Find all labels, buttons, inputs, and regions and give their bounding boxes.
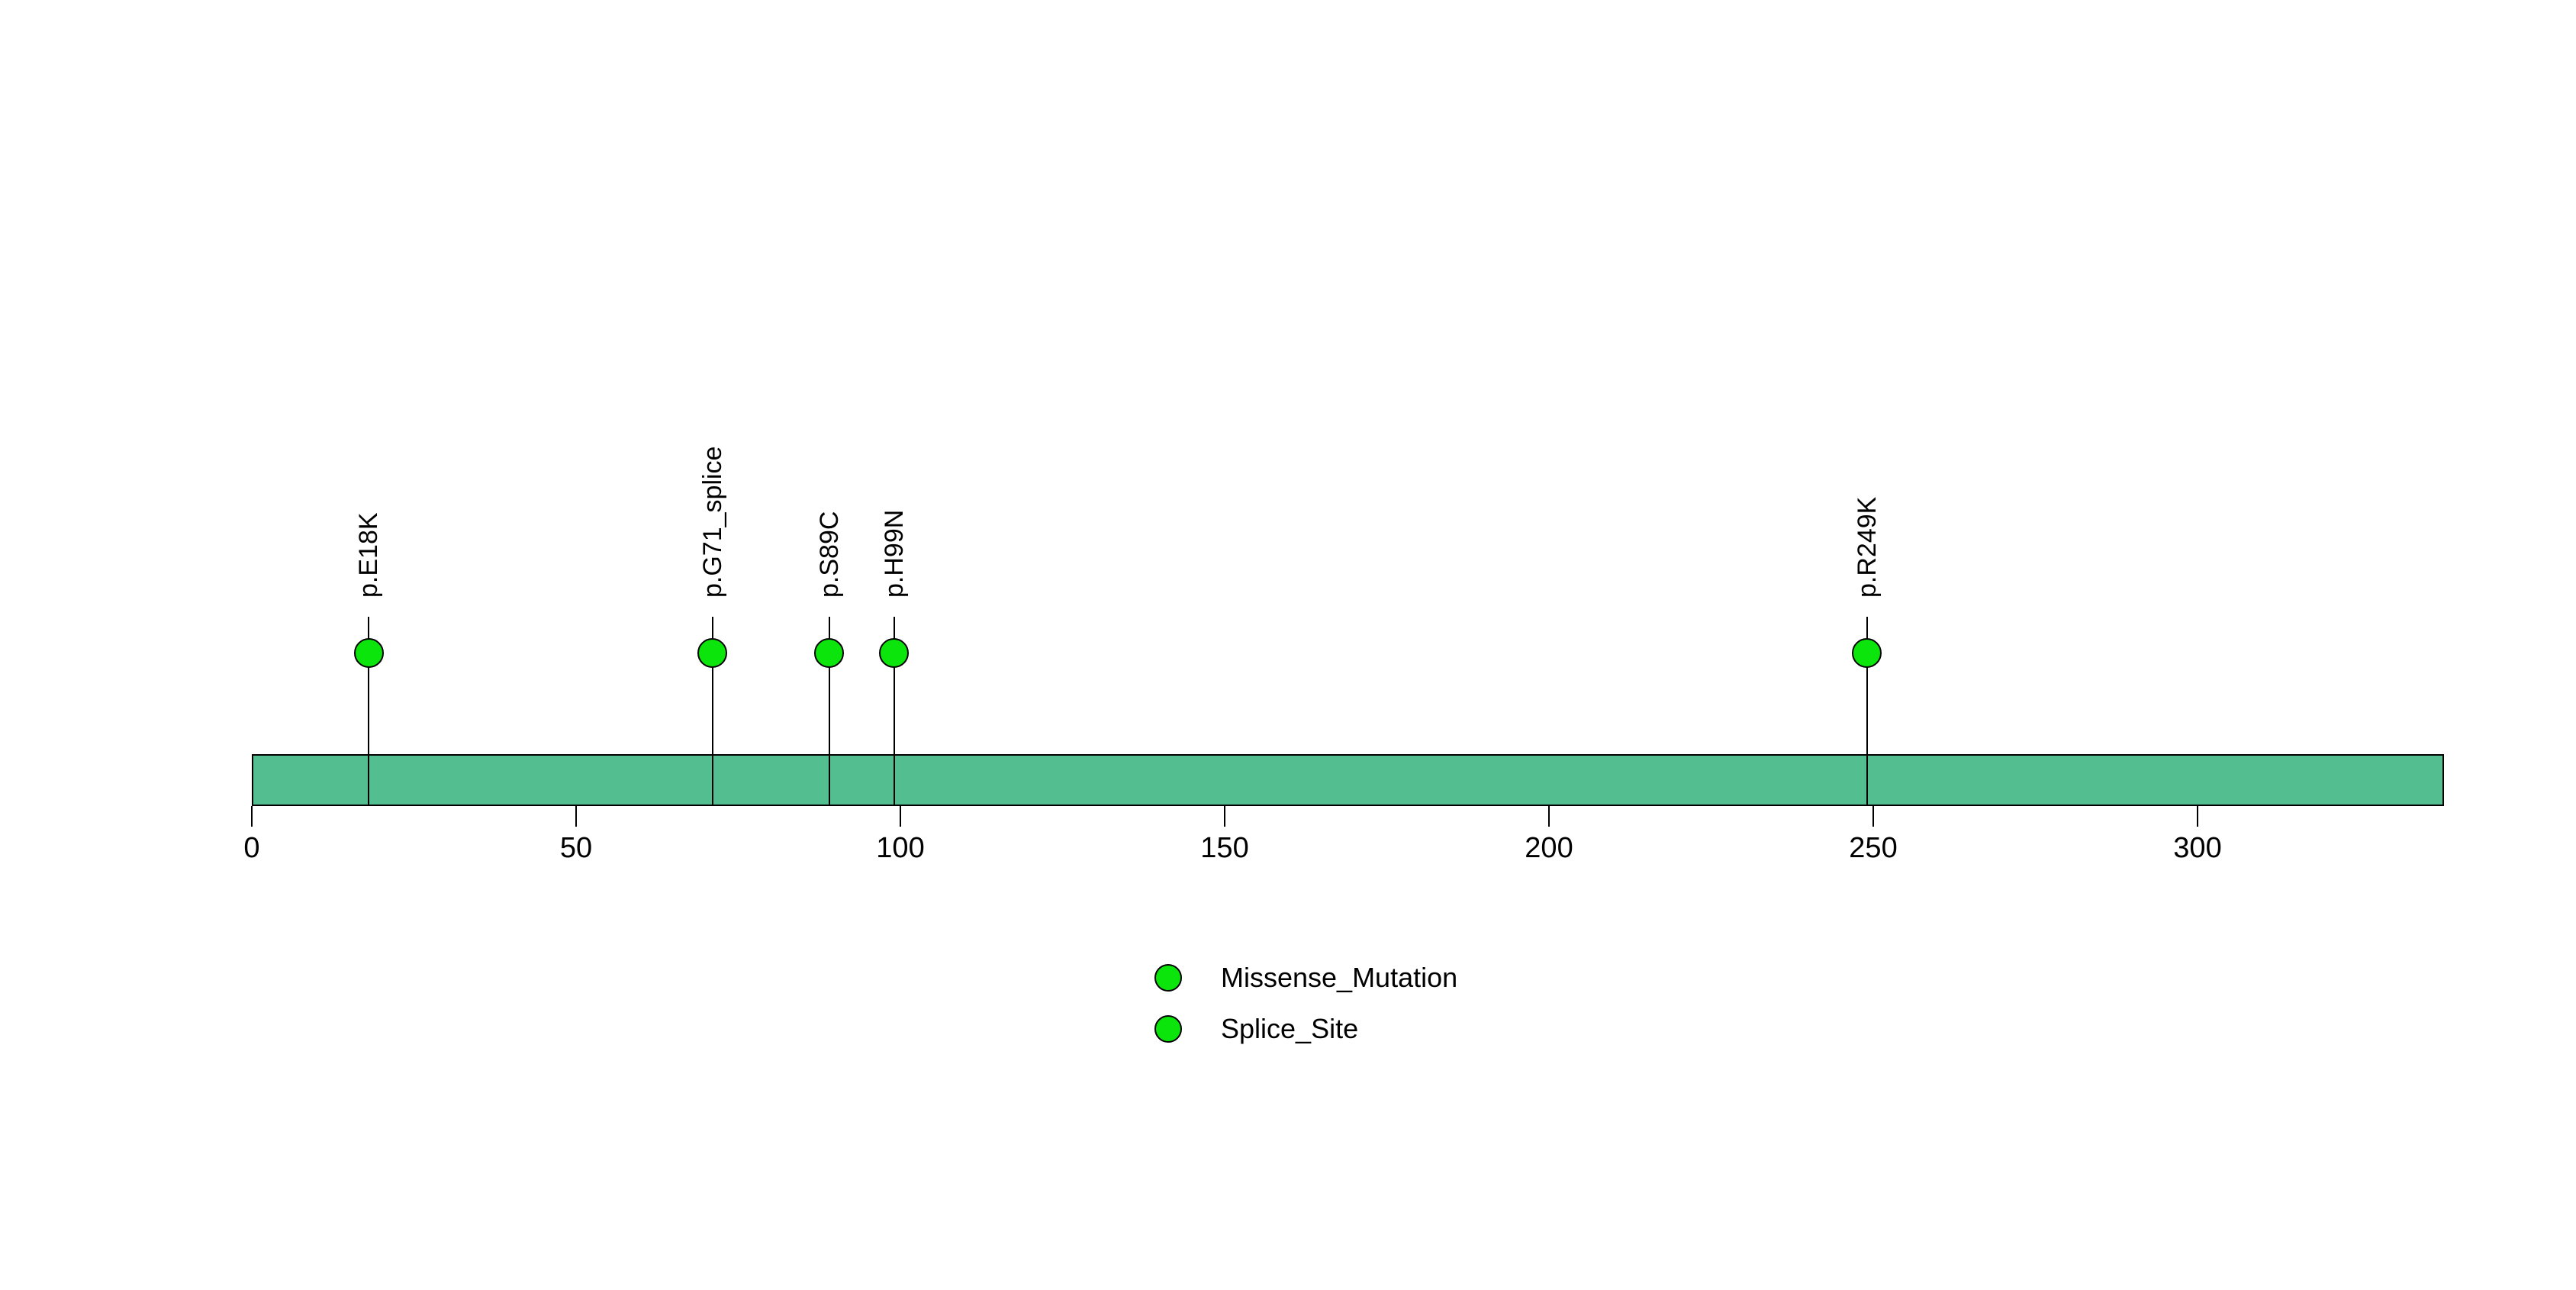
axis-tick-mark [1872, 806, 1874, 827]
legend-row: Splice_Site [1154, 1012, 1358, 1046]
axis-tick-label: 250 [1849, 832, 1898, 864]
mutation-label: p.R249K [1852, 496, 1882, 598]
axis-tick-mark [251, 806, 253, 827]
legend-swatch-circle [1154, 964, 1182, 992]
axis-tick-label: 100 [876, 832, 925, 864]
axis-tick-mark [1224, 806, 1225, 827]
mutation-stem [893, 617, 895, 805]
protein-backbone-bar [252, 754, 2444, 806]
axis-tick-mark [900, 806, 901, 827]
axis-tick-label: 150 [1200, 832, 1249, 864]
legend-label: Missense_Mutation [1221, 962, 1458, 993]
mutation-stem [711, 617, 713, 805]
mutation-stem [828, 617, 830, 805]
axis-tick-label: 50 [559, 832, 593, 864]
mutation-label: p.S89C [814, 511, 844, 598]
axis-tick-mark [2197, 806, 2198, 827]
legend-label: Splice_Site [1221, 1013, 1359, 1044]
mutation-stem [1866, 617, 1868, 805]
axis-tick-label: 200 [1525, 832, 1573, 864]
axis-tick-mark [1548, 806, 1550, 827]
mutation-stem [368, 617, 369, 805]
mutation-label: p.H99N [879, 509, 909, 598]
axis-tick-label: 300 [2173, 832, 2222, 864]
mutation-label: p.E18K [354, 512, 383, 598]
mutation-marker-circle [1852, 637, 1882, 668]
mutation-marker-circle [353, 637, 384, 668]
axis-tick-label: 0 [243, 832, 260, 864]
legend-swatch-circle [1154, 1015, 1182, 1043]
mutation-marker-circle [879, 637, 909, 668]
legend-row: Missense_Mutation [1154, 961, 1457, 995]
mutation-marker-circle [697, 637, 727, 668]
mutation-label: p.G71_splice [697, 446, 727, 598]
axis-tick-mark [575, 806, 577, 827]
mutation-marker-circle [814, 637, 844, 668]
